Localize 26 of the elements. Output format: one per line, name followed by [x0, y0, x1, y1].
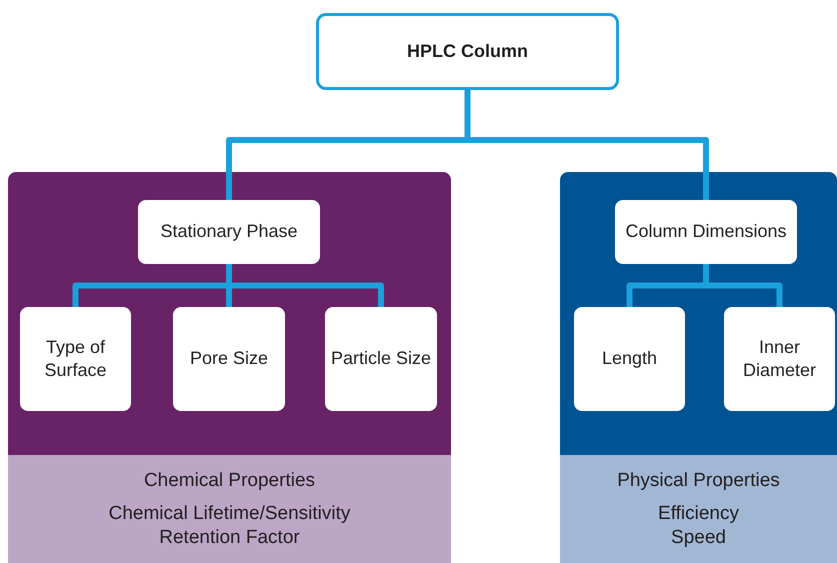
- category-box: [20, 307, 131, 411]
- properties-band: [560, 455, 837, 563]
- node-label: Stationary Phase: [160, 220, 298, 244]
- category-box: [138, 200, 320, 264]
- group-heading: Physical Properties: [617, 469, 780, 493]
- node-label: Length: [602, 347, 658, 370]
- category-box: [724, 307, 835, 411]
- node-label: Particle Size: [330, 347, 432, 370]
- category-box: [574, 307, 685, 411]
- group-heading: Chemical Properties: [144, 469, 316, 493]
- property-text: Efficiency: [658, 502, 739, 526]
- property-text: Chemical Lifetime/Sensitivity: [108, 502, 350, 526]
- property-text: Retention Factor: [159, 526, 300, 550]
- properties-band: [8, 455, 451, 563]
- node-label: Inner Diameter: [742, 336, 818, 382]
- category-box: [173, 307, 285, 411]
- group-panel: [560, 172, 837, 563]
- node-label: Type of Surface: [43, 336, 108, 382]
- node-label: Column Dimensions: [625, 220, 787, 244]
- node-label: HPLC Column: [407, 40, 528, 63]
- title-box: [316, 13, 619, 90]
- category-box: [325, 307, 437, 411]
- property-text: Speed: [671, 526, 726, 550]
- category-box: [615, 200, 797, 264]
- node-label: Pore Size: [190, 347, 268, 370]
- group-panel: [8, 172, 451, 563]
